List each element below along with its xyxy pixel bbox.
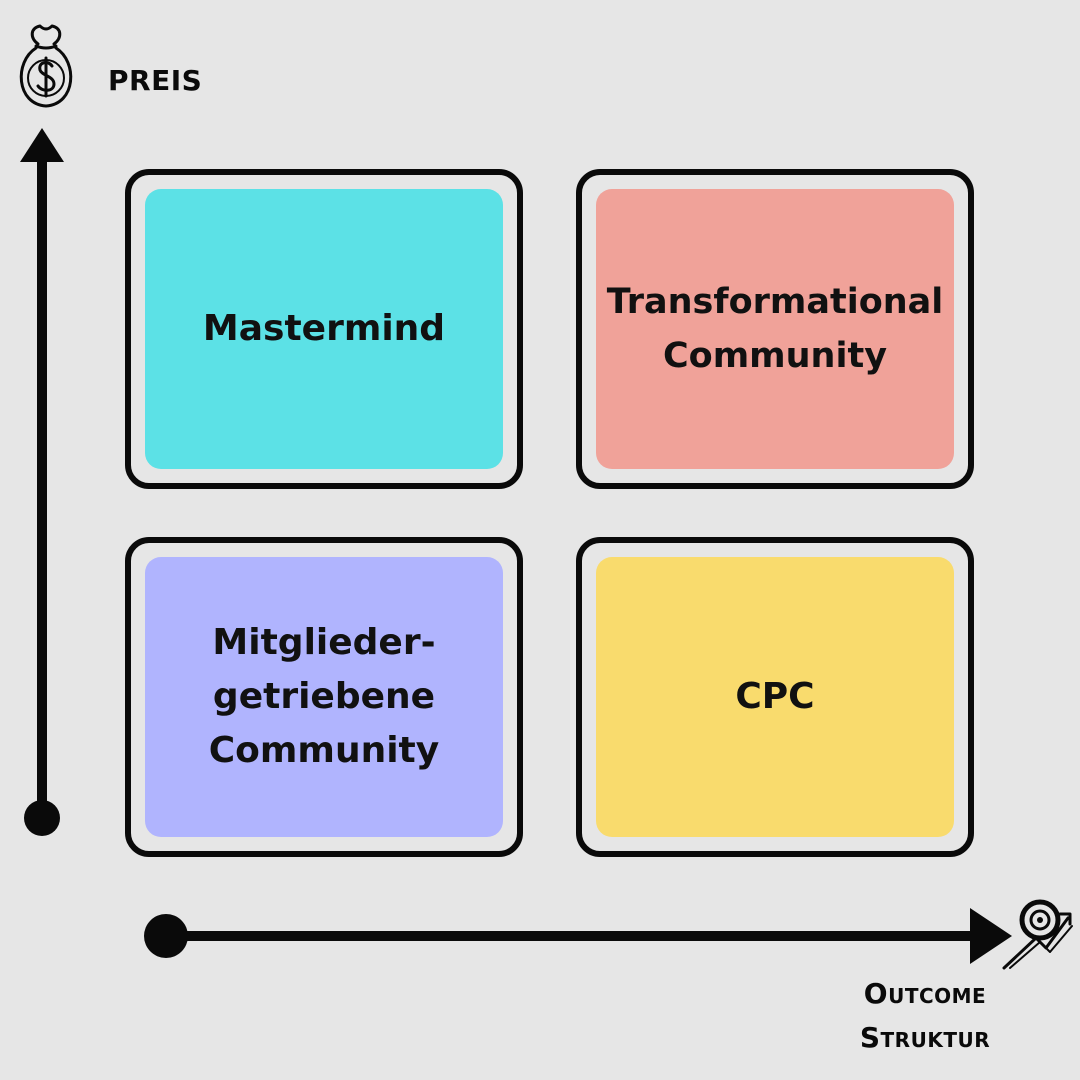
quadrant-top-right: Transformational Community bbox=[576, 169, 974, 489]
quadrant-bottom-right: CPC bbox=[576, 537, 974, 857]
quadrant-label: Mastermind bbox=[145, 189, 503, 469]
x-axis-arrowhead bbox=[970, 908, 1012, 964]
money-bag-icon bbox=[19, 24, 73, 108]
y-axis bbox=[20, 128, 64, 836]
y-axis-origin-dot bbox=[24, 800, 60, 836]
target-growth-icon bbox=[1002, 899, 1073, 970]
x-axis-origin-dot bbox=[144, 914, 188, 958]
quadrant-label: Mitglieder- getriebene Community bbox=[145, 557, 503, 837]
quadrant-top-left: Mastermind bbox=[125, 169, 523, 489]
y-axis-arrowhead bbox=[20, 128, 64, 162]
quadrant-label: CPC bbox=[596, 557, 954, 837]
y-axis-label: PREIS bbox=[108, 64, 203, 97]
x-axis-label: Outcome Struktur bbox=[859, 977, 991, 1054]
quadrant-label: Transformational Community bbox=[596, 189, 954, 469]
x-axis bbox=[144, 908, 1012, 964]
quadrant-bottom-left: Mitglieder- getriebene Community bbox=[125, 537, 523, 857]
